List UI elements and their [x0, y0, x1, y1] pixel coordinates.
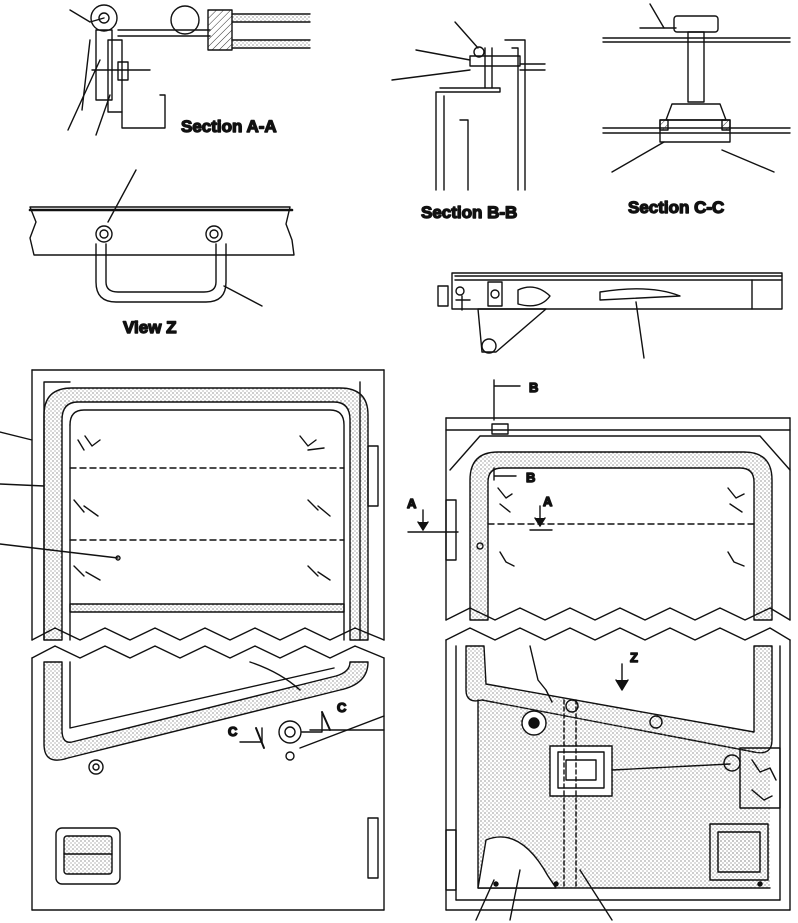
- right-door-lower: [445, 639, 791, 921]
- marker-a-right: A: [543, 494, 553, 509]
- view-z-detail: [28, 169, 295, 307]
- section-cc-detail: [602, 3, 791, 173]
- left-door-upper: [0, 369, 385, 650]
- section-bb-detail: [391, 21, 546, 191]
- view-z-caption: View Z: [123, 318, 177, 337]
- left-door-lower: [31, 657, 385, 911]
- door-side-profile: [437, 272, 783, 359]
- section-bb-caption: Section B-B: [421, 203, 517, 222]
- marker-c-left: C: [228, 724, 238, 739]
- marker-b-top: B: [529, 380, 538, 395]
- marker-c-right: C: [337, 700, 347, 715]
- left-door-break-line: [31, 627, 385, 659]
- section-aa-caption: Section A-A: [181, 117, 277, 136]
- marker-z: Z: [630, 650, 638, 665]
- right-door-upper: [407, 379, 791, 621]
- section-aa-detail: [67, 4, 311, 136]
- right-door-break-line: [445, 607, 791, 641]
- marker-b-lower: B: [526, 470, 535, 485]
- marker-a-left: A: [407, 496, 417, 511]
- section-cc-caption: Section C-C: [628, 198, 724, 217]
